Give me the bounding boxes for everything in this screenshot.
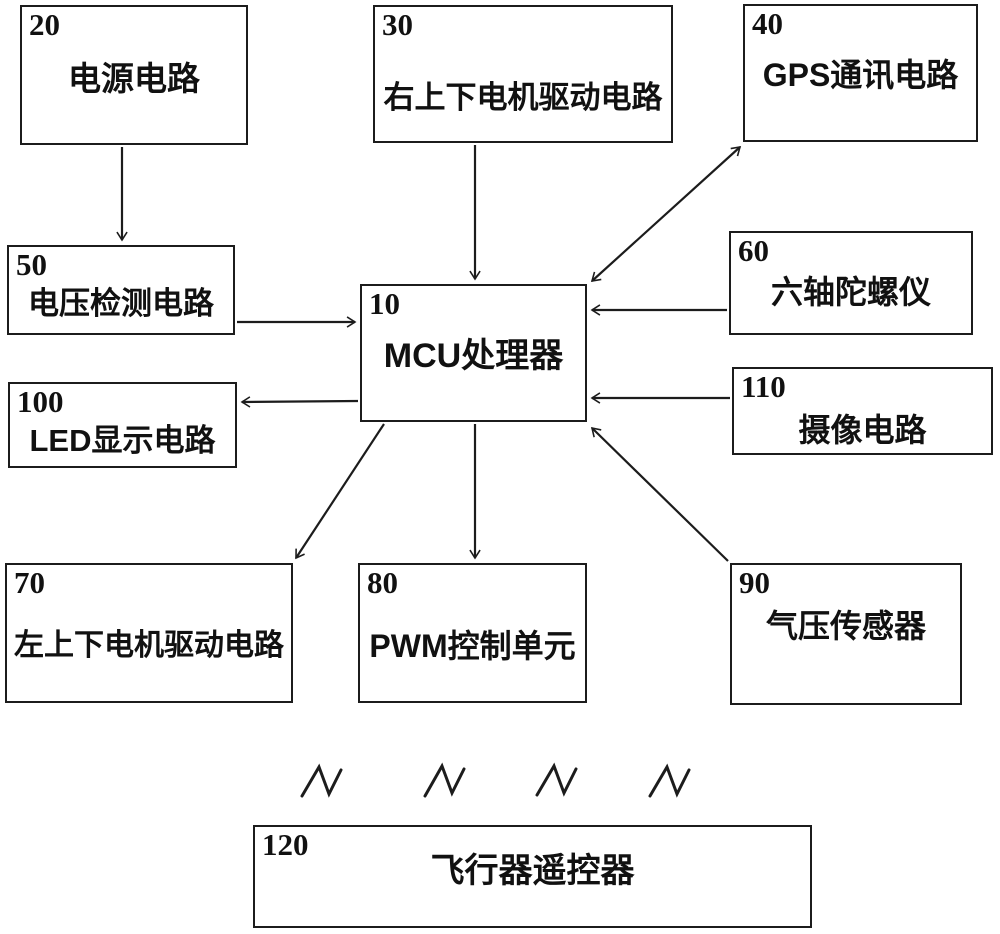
block-gps-comm-circuit-label: GPS通讯电路 xyxy=(762,57,959,93)
block-voltage-detect-circuit-number: 50 xyxy=(16,247,47,282)
block-camera-circuit-number: 110 xyxy=(741,369,786,404)
arrow-10-to-70 xyxy=(295,423,385,560)
block-air-pressure-sensor-number: 90 xyxy=(739,565,770,600)
arrow-10-to-100 xyxy=(240,396,359,408)
block-six-axis-gyroscope-number: 60 xyxy=(738,233,769,268)
block-voltage-detect-circuit-label: 电压检测电路 xyxy=(28,286,214,321)
wireless-zigzag-icon xyxy=(300,763,343,798)
block-aircraft-remote-controller-label: 飞行器遥控器 xyxy=(430,852,635,890)
block-power-circuit-number: 20 xyxy=(29,7,60,42)
wireless-zigzag-icon xyxy=(535,762,578,797)
block-camera-circuit-label: 摄像电路 xyxy=(798,412,927,448)
block-camera-circuit: 110 摄像电路 xyxy=(732,367,993,455)
block-led-display-circuit-number: 100 xyxy=(17,384,64,419)
block-six-axis-gyroscope: 60 六轴陀螺仪 xyxy=(729,231,973,335)
block-voltage-detect-circuit: 50 电压检测电路 xyxy=(7,245,235,335)
block-gps-comm-circuit: 40 GPS通讯电路 xyxy=(743,4,978,142)
arrow-10-to-40-double xyxy=(590,146,742,282)
block-left-motor-drive-circuit-number: 70 xyxy=(14,565,45,600)
wireless-zigzag-icon xyxy=(648,763,691,798)
block-power-circuit-label: 电源电路 xyxy=(68,60,200,97)
block-mcu-processor: 10 MCU处理器 xyxy=(360,284,587,422)
block-pwm-control-unit-label: PWM控制单元 xyxy=(369,628,576,664)
block-air-pressure-sensor: 90 气压传感器 xyxy=(730,563,962,705)
block-pwm-control-unit-number: 80 xyxy=(367,565,398,600)
block-right-motor-drive-circuit-label: 右上下电机驱动电路 xyxy=(383,80,663,115)
block-gps-comm-circuit-number: 40 xyxy=(752,6,783,41)
block-six-axis-gyroscope-label: 六轴陀螺仪 xyxy=(770,274,931,310)
block-pwm-control-unit: 80 PWM控制单元 xyxy=(358,563,587,703)
block-led-display-circuit-label: LED显示电路 xyxy=(29,423,216,458)
block-mcu-processor-label: MCU处理器 xyxy=(383,337,564,375)
block-left-motor-drive-circuit: 70 左上下电机驱动电路 xyxy=(5,563,293,703)
block-power-circuit: 20 电源电路 xyxy=(20,5,248,145)
wireless-zigzag-icon xyxy=(423,762,466,798)
block-aircraft-remote-controller: 120 飞行器遥控器 xyxy=(253,825,812,928)
block-right-motor-drive-circuit-number: 30 xyxy=(382,7,413,42)
block-aircraft-remote-controller-number: 120 xyxy=(262,827,309,862)
arrow-90-to-10 xyxy=(590,426,729,562)
block-left-motor-drive-circuit-label: 左上下电机驱动电路 xyxy=(14,629,284,662)
block-right-motor-drive-circuit: 30 右上下电机驱动电路 xyxy=(373,5,673,143)
block-mcu-processor-number: 10 xyxy=(369,286,400,321)
block-air-pressure-sensor-label: 气压传感器 xyxy=(765,608,926,644)
block-led-display-circuit: 100 LED显示电路 xyxy=(8,382,237,468)
